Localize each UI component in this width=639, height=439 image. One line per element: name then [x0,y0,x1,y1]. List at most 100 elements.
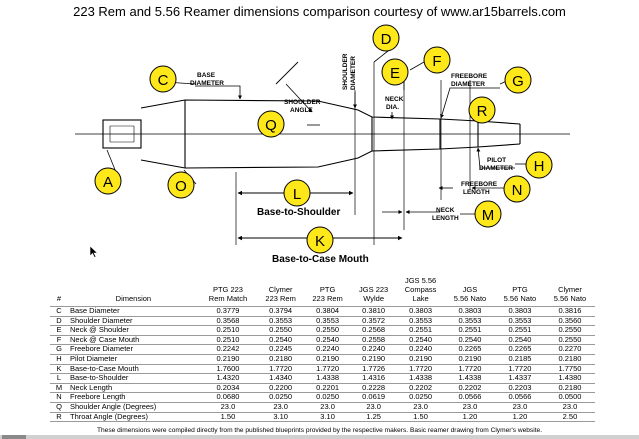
horizontal-scrollbar[interactable] [0,435,639,439]
row-value: 1.20 [494,411,545,423]
row-value: 3.10 [257,411,305,423]
row-value: 0.2558 [351,334,397,345]
row-value: 0.3553 [444,315,495,326]
row-value: 0.2180 [257,353,305,365]
callout-a-text: A [103,174,113,191]
page-title: 223 Rem and 5.56 Reamer dimensions compa… [73,4,566,19]
footnote: These dimensions were compiled directly … [96,427,543,434]
callout-f-text: F [432,53,441,70]
row-value: 0.0250 [257,392,305,403]
row-value: 1.4337 [494,373,545,384]
row-key: H [50,353,68,365]
base-to-shoulder-label: Base-to-Shoulder [257,207,340,218]
row-value: 0.2180 [544,382,595,393]
row-value: 0.2203 [494,382,545,393]
row-value: 0.3553 [396,315,445,326]
row-dimension-name: Freebore Diameter [68,344,199,355]
row-value: 0.2270 [544,344,595,355]
row-dimension-name: Throat Angle (Degrees) [68,411,199,423]
row-value: 0.3804 [304,306,352,317]
row-value: 0.2245 [257,344,305,355]
shoulder-angle-label-1: SHOULDER [284,99,321,106]
header-key: # [56,294,62,303]
row-key: F [50,334,68,345]
base-diameter-label-2: DIAMETER [190,80,224,87]
row-value: 1.4316 [351,373,397,384]
callout-c [149,65,177,93]
callout-l [283,179,311,207]
row-value: 1.7726 [351,363,397,374]
neck-length-label-1: NECK [436,207,455,214]
row-value: 0.3553 [494,315,545,326]
scrollbar-thumb[interactable] [2,435,26,439]
row-value: 1.7720 [396,363,445,374]
row-key: R [50,411,68,423]
row-value: 23.0 [351,401,397,413]
row-value: 0.2265 [494,344,545,355]
callout-k [306,226,334,254]
row-value: 0.2202 [444,382,495,393]
pilot-diameter-label-2: DIAMETER [479,165,513,172]
row-value: 0.3803 [396,306,445,317]
row-value: 0.2190 [396,353,445,365]
row-value: 1.20 [444,411,495,423]
row-value: 1.25 [351,411,397,423]
callout-h [525,151,553,179]
callout-e [381,58,409,86]
row-value: 23.0 [396,401,445,413]
row-dimension-name: Freebore Length [68,392,199,403]
shoulder-diameter-label-1: SHOULDER [342,53,349,90]
row-value: 0.2242 [198,344,258,355]
row-value: 0.3803 [444,306,495,317]
neck-length-label-2: LENGTH [432,215,459,222]
row-value: 0.0250 [304,392,352,403]
row-dimension-name: Base-to-Shoulder [68,373,199,384]
row-value: 23.0 [444,401,495,413]
shoulder-angle-label-2: ANGLE [290,107,313,114]
row-value: 0.2550 [257,325,305,336]
row-value: 0.2201 [304,382,352,393]
row-key: L [50,373,68,384]
callout-c-text: C [158,72,169,89]
row-dimension-name: Shoulder Angle (Degrees) [68,401,199,413]
row-value: 0.3810 [351,306,397,317]
row-value: 0.3816 [544,306,595,317]
callout-q-text: Q [265,117,277,134]
row-value: 0.2185 [494,353,545,365]
row-value: 2.50 [544,411,595,423]
header-dimension: Dimension [115,294,152,303]
row-key: Q [50,401,68,413]
row-value: 0.3794 [257,306,305,317]
row-value: 0.0680 [198,392,258,403]
row-value: 0.2551 [444,325,495,336]
row-value: 0.2190 [351,353,397,365]
neck-dia-label-1: NECK [385,96,404,103]
row-value: 0.0566 [494,392,545,403]
row-value: 3.10 [304,411,352,423]
row-value: 0.2568 [351,325,397,336]
freebore-length-label-2: LENGTH [463,189,490,196]
row-value: 0.2240 [304,344,352,355]
row-value: 0.0619 [351,392,397,403]
row-value: 1.7720 [494,363,545,374]
callout-e-text: E [390,65,400,82]
row-key: D [50,315,68,326]
callout-o-text: O [175,178,187,195]
neck-dia-label-2: DIA. [386,104,399,111]
row-value: 23.0 [257,401,305,413]
row-dimension-name: Neck Length [68,382,199,393]
callout-l-text: L [293,186,301,203]
row-key: C [50,306,68,317]
